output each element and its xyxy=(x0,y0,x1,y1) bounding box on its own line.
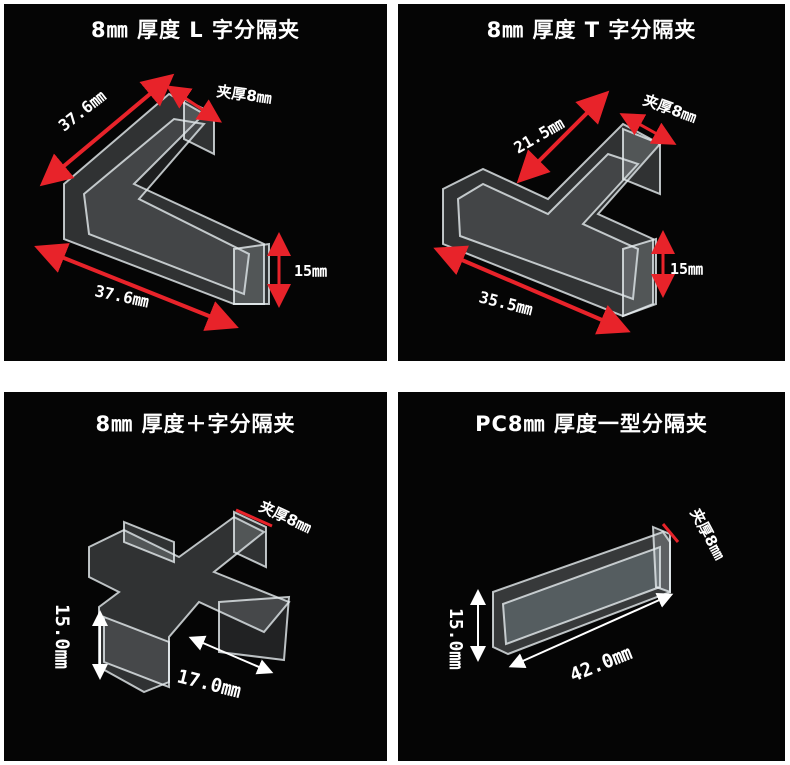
top-length-arrow xyxy=(516,90,610,184)
length-arrow xyxy=(188,635,274,675)
panel-cross-clip: 8㎜ 厚度＋字分隔夹 夹厚8㎜ 15.0㎜ 17.0㎜ xyxy=(4,392,387,761)
clip-label: 夹厚8㎜ xyxy=(215,82,272,108)
panel-l-clip: 8㎜ 厚度 L 字分隔夹 37.6㎜ 夹厚8㎜ 15㎜ 37.6㎜ xyxy=(4,4,387,361)
top-length-label: 37.6㎜ xyxy=(55,87,110,136)
length-label: 17.0㎜ xyxy=(175,666,243,703)
height-label: 15.0㎜ xyxy=(51,604,73,669)
clip-arrow xyxy=(661,523,680,543)
top-length-arrow xyxy=(39,73,175,187)
length-arrow xyxy=(508,592,674,669)
l-clip-product xyxy=(63,92,270,305)
clip-arrow xyxy=(235,508,273,528)
length-label: 42.0㎜ xyxy=(567,642,635,687)
clip-arrow xyxy=(619,113,677,145)
panel-title: 8㎜ 厚度 T 字分隔夹 xyxy=(486,18,697,42)
bottom-length-arrow xyxy=(433,245,631,335)
clip-arrow xyxy=(166,85,222,123)
l-clip-photo: 37.6㎜ 夹厚8㎜ 15㎜ 37.6㎜ xyxy=(34,73,327,331)
panel-title: 8㎜ 厚度 L 字分隔夹 xyxy=(91,18,300,42)
top-length-label: 21.5㎜ xyxy=(511,114,568,158)
t-clip-product xyxy=(442,122,662,318)
clip-label: 夹厚8㎜ xyxy=(686,505,728,562)
panel-title: 8㎜ 厚度＋字分隔夹 xyxy=(95,412,296,436)
clip-label: 夹厚8㎜ xyxy=(641,91,699,127)
panel-straight-clip: PC8㎜ 厚度一型分隔夹 夹厚8㎜ 15.0㎜ 42.0㎜ xyxy=(398,392,785,761)
height-label: 15㎜ xyxy=(294,262,327,280)
height-label: 15㎜ xyxy=(670,260,703,278)
cross-clip-photo: 夹厚8㎜ 15.0㎜ 17.0㎜ xyxy=(51,497,314,703)
t-clip-photo: 21.5㎜ 夹厚8㎜ 15㎜ 35.5㎜ xyxy=(433,90,703,335)
bottom-length-label: 35.5㎜ xyxy=(477,287,535,319)
bottom-length-label: 37.6㎜ xyxy=(93,281,150,311)
panel-t-clip: 8㎜ 厚度 T 字分隔夹 21.5㎜ 夹厚8㎜ 15㎜ 35.5㎜ xyxy=(398,4,785,361)
straight-clip-photo: 夹厚8㎜ 15.0㎜ 42.0㎜ xyxy=(445,505,728,687)
height-label: 15.0㎜ xyxy=(445,608,466,669)
bottom-length-arrow xyxy=(34,243,239,331)
panel-title: PC8㎜ 厚度一型分隔夹 xyxy=(475,412,708,436)
cross-clip-product xyxy=(88,510,291,694)
